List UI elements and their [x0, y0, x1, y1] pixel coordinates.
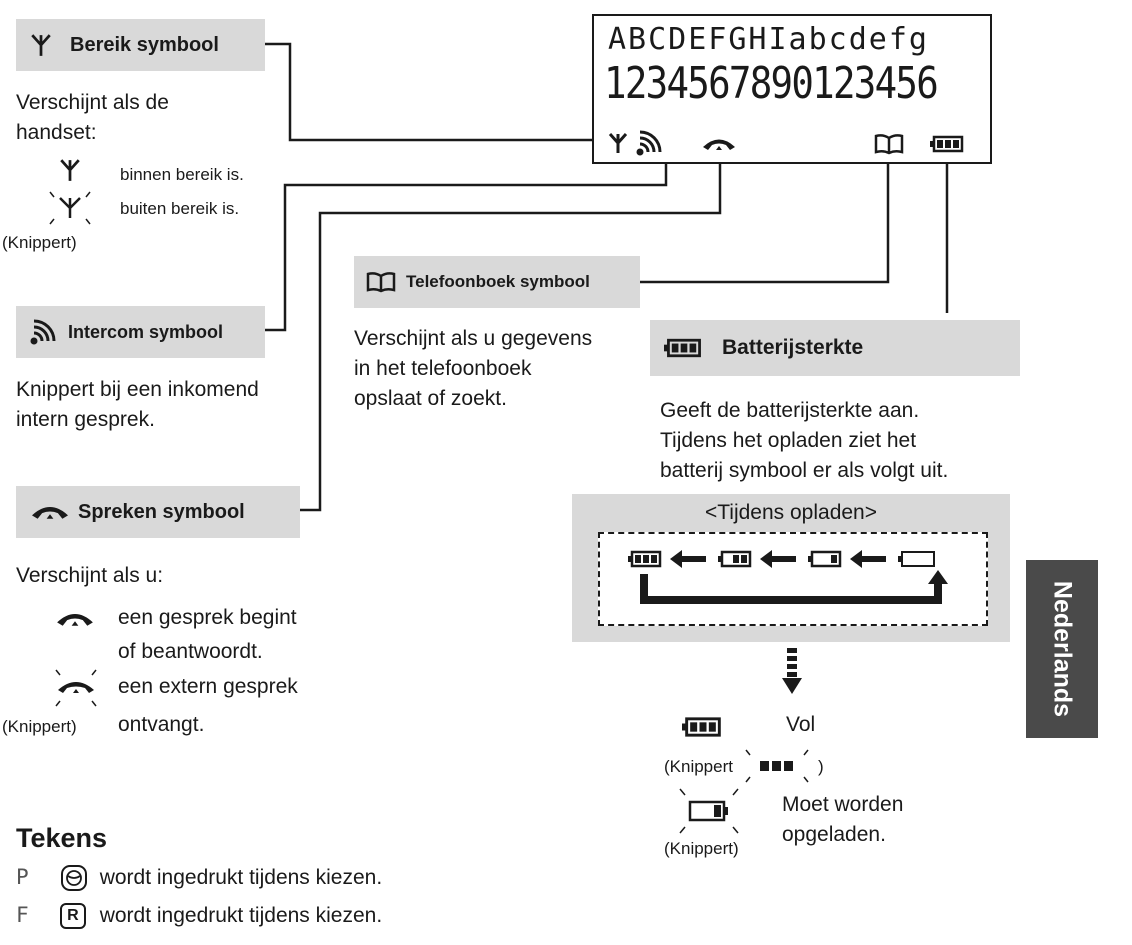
battery-icon	[930, 135, 964, 153]
charging-sequence-diagram	[628, 550, 948, 604]
charging-title: <Tijdens opladen>	[704, 501, 878, 524]
lcd-line-1: ABCDEFGHIabcdefg	[608, 22, 929, 57]
range-flash: (Knippert)	[2, 233, 77, 252]
battery-desc-3: batterij symbool er als volgt uit.	[660, 459, 949, 482]
p-char: P	[16, 865, 29, 889]
signs-row-f: F R wordt ingedrukt tijdens kiezen.	[16, 900, 382, 931]
phonebook-icon	[366, 272, 396, 293]
talk-flash: (Knippert)	[2, 717, 77, 736]
battery-desc-2: Tijdens het opladen ziet het	[660, 429, 917, 452]
intercom-symbol-title: Intercom symbool	[68, 321, 224, 342]
battery-desc-1: Geeft de batterijsterkte aan.	[660, 399, 920, 422]
talk-desc: Verschijnt als u:	[16, 564, 164, 587]
signs-heading: Tekens	[16, 823, 108, 853]
talk-item-1b: of beantwoordt.	[118, 640, 263, 663]
range-symbol-title: Bereik symbool	[70, 33, 219, 56]
antenna-icon	[60, 159, 80, 181]
range-desc-1: Verschijnt als de	[16, 91, 169, 114]
p-text: wordt ingedrukt tijdens kiezen.	[99, 866, 383, 889]
battery-low-flashing-icon	[679, 788, 739, 834]
battery-icon	[664, 338, 701, 358]
handset-icon	[57, 613, 93, 626]
f-text: wordt ingedrukt tijdens kiezen.	[99, 904, 383, 927]
phonebook-icon	[874, 134, 904, 155]
charging-sequence	[598, 532, 988, 626]
must-charge-1: Moet worden	[782, 793, 904, 816]
antenna-icon	[608, 133, 628, 153]
lcd-line-2: 1234567890123456	[604, 58, 939, 109]
signs-row-p: P wordt ingedrukt tijdens kiezen.	[16, 862, 382, 893]
range-in: binnen bereik is.	[120, 165, 244, 184]
intercom-icon	[636, 130, 662, 156]
must-charge-2: opgeladen.	[782, 823, 886, 846]
language-tab: Nederlands	[1026, 560, 1098, 738]
phonebook-desc-1: Verschijnt als u gegevens	[354, 327, 593, 350]
phonebook-desc-2: in het telefoonboek	[354, 357, 532, 380]
battery-title: Batterijsterkte	[722, 336, 864, 359]
handset-icon	[32, 506, 68, 519]
talk-item-2a: een extern gesprek	[118, 675, 298, 698]
range-symbol-label: Bereik symbool	[16, 19, 265, 71]
phonebook-symbol-label: Telefoonboek symbool	[354, 256, 640, 308]
down-arrow-icon	[782, 648, 802, 694]
range-out: buiten bereik is.	[120, 199, 240, 218]
battery-label: Batterijsterkte	[650, 320, 1020, 376]
hold-key-icon	[60, 865, 87, 892]
talk-item-2b: ontvangt.	[118, 713, 205, 736]
antenna-flashing-icon	[49, 191, 91, 225]
range-desc-2: handset:	[16, 121, 97, 144]
handset-flashing-icon	[55, 669, 97, 707]
phonebook-symbol-title: Telefoonboek symbool	[406, 272, 590, 291]
battery-full-flash-open: (Knippert	[664, 757, 733, 776]
intercom-symbol-label: Intercom symbool	[16, 306, 265, 358]
talk-symbol-title: Spreken symbool	[78, 500, 245, 523]
talk-symbol-label: Spreken symbool	[16, 486, 300, 538]
battery-full-flash-close: )	[818, 757, 824, 776]
recall-key-icon: R	[59, 903, 86, 930]
talk-item-1a: een gesprek begint	[118, 606, 297, 629]
antenna-icon	[31, 34, 51, 56]
battery-low-flash: (Knippert)	[664, 839, 739, 858]
f-char: F	[16, 903, 29, 927]
bars-flashing-icon	[745, 749, 809, 783]
handset-icon	[703, 139, 735, 150]
intercom-desc-2: intern gesprek.	[16, 408, 155, 431]
phonebook-desc-3: opslaat of zoekt.	[354, 387, 507, 410]
battery-full-label: Vol	[786, 713, 816, 736]
battery-full-icon	[682, 717, 721, 737]
intercom-desc-1: Knippert bij een inkomend	[16, 378, 259, 401]
language-tab-label: Nederlands	[1048, 580, 1077, 718]
intercom-icon	[30, 319, 56, 345]
lcd-display: ABCDEFGHIabcdefg 1234567890123456	[592, 14, 992, 164]
